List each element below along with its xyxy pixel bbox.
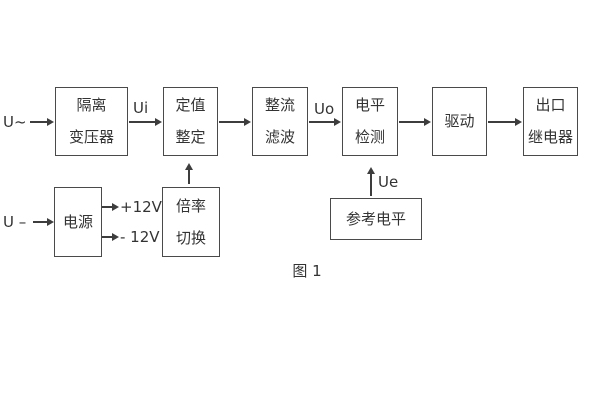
block-label: 隔离 (76, 96, 107, 114)
signal-label-ue: Ue (378, 173, 399, 191)
arrow-driver-to-relay (488, 118, 522, 125)
block-label: 整流 (264, 96, 295, 114)
block-output-relay: 出口 继电器 (523, 87, 578, 156)
block-driver: 驱动 (432, 87, 487, 156)
block-level-detect: 电平 检测 (342, 87, 398, 156)
block-reference-level: 参考电平 (330, 198, 422, 240)
arrow-power-minus12 (102, 233, 119, 240)
arrow-reference-to-level (367, 167, 374, 196)
arrow-dc-to-power (33, 218, 54, 225)
arrow-multiplier-to-setting (185, 163, 192, 184)
dc-input-label: U – (3, 213, 27, 231)
block-label: 电源 (62, 212, 93, 231)
block-isolation-transformer: 隔离 变压器 (55, 87, 128, 156)
block-label: 整定 (175, 128, 206, 146)
block-label: 参考电平 (345, 209, 406, 228)
signal-label-uo: Uo (314, 100, 335, 118)
block-multiplier-switch: 倍率 切换 (162, 187, 220, 257)
block-label: 定值 (175, 96, 206, 114)
block-label: 电平 (354, 96, 385, 114)
figure-caption: 图 1 (292, 262, 322, 280)
block-label: 变压器 (68, 128, 114, 146)
block-rectifier-filter: 整流 滤波 (252, 87, 308, 156)
block-label: 出口 (535, 96, 566, 114)
block-label: 继电器 (527, 128, 573, 146)
arrow-transformer-to-setting (129, 118, 162, 125)
block-power-supply: 电源 (54, 187, 102, 257)
block-label: 切换 (175, 228, 206, 247)
arrow-level-to-driver (399, 118, 431, 125)
rail-label-plus12v: +12V (120, 198, 162, 216)
block-label: 倍率 (175, 196, 206, 215)
block-label: 滤波 (264, 128, 295, 146)
block-setting-adjust: 定值 整定 (163, 87, 218, 156)
rail-label-minus12v: - 12V (120, 228, 160, 246)
block-label: 检测 (354, 128, 385, 146)
arrow-power-plus12 (102, 203, 119, 210)
block-label: 驱动 (444, 112, 475, 130)
arrow-setting-to-rectifier (219, 118, 251, 125)
signal-label-ui: Ui (133, 99, 149, 117)
arrow-rectifier-to-level (309, 118, 341, 125)
arrow-ac-to-transformer (30, 118, 54, 125)
ac-input-label: U~ (3, 113, 27, 131)
